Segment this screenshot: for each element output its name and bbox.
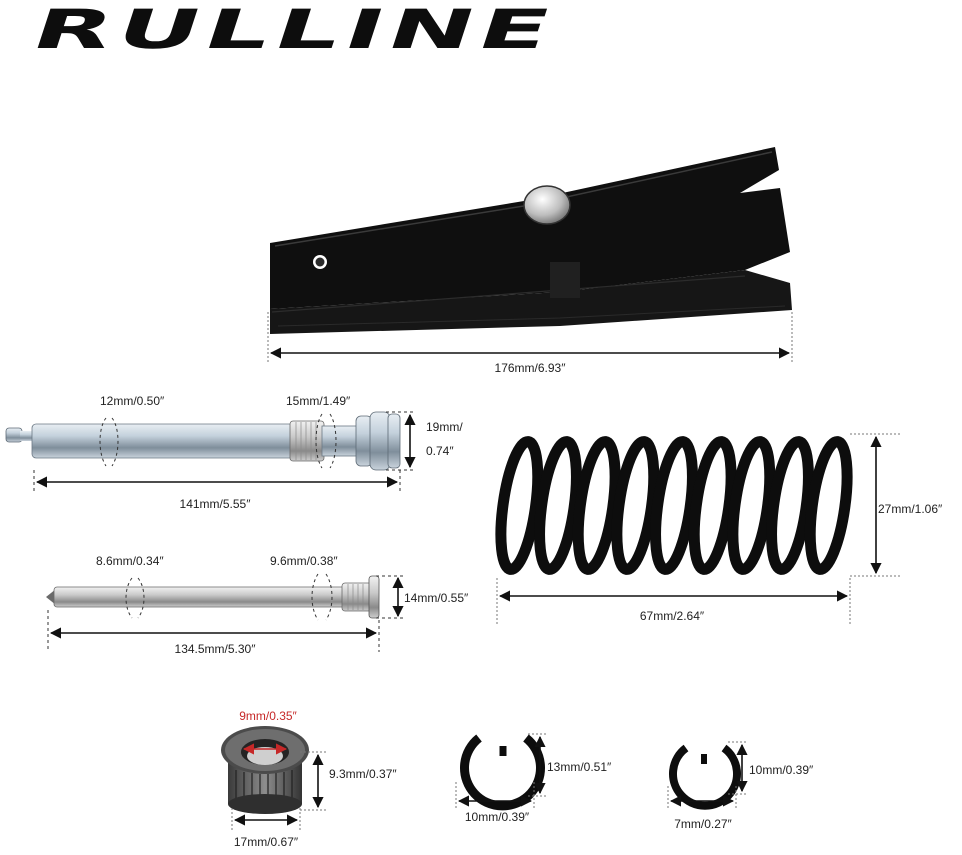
hinge-pin-small [46, 575, 380, 619]
bushing-outer-diameter-label: 17mm/0.67″ [233, 835, 299, 849]
spring-coil-loop [727, 436, 776, 575]
pin-small-end-diameter-label: 8.6mm/0.34″ [96, 554, 164, 568]
svg-text:RULLINE: RULLINE [24, 0, 564, 62]
spring-coil-loop [688, 436, 737, 575]
clip-small-width-label: 7mm/0.27″ [674, 817, 732, 831]
spring-length-label: 67mm/2.64″ [639, 609, 705, 623]
bushing-inner-diameter-label: 9mm/0.35″ [239, 709, 297, 723]
spring-coil-loop [650, 436, 698, 575]
clip-small-height-label: 10mm/0.39″ [749, 763, 814, 777]
pin-large-knurl-diameter-label: 15mm/1.49″ [286, 394, 351, 408]
spreader-length-dimension [267, 312, 793, 364]
bushing-height-label: 9.3mm/0.37″ [329, 767, 397, 781]
spring-coil-loop [534, 436, 582, 575]
hinge-pin-large-dimensions [33, 411, 414, 492]
spring-coil-loop [804, 436, 853, 575]
e-clip-small-dimensions [667, 741, 748, 810]
spring-coil-loop [766, 436, 814, 575]
clip-large-width-label: 10mm/0.39″ [464, 810, 530, 824]
coil-spring [495, 436, 853, 575]
e-clip-large-dimensions [455, 733, 548, 808]
pin-large-head-diameter-label-2: 0.74″ [426, 444, 454, 458]
clip-large-height-label: 13mm/0.51″ [547, 760, 612, 774]
hinge-pin-large [5, 411, 401, 471]
pin-large-head-diameter-label-1: 19mm/ [426, 420, 463, 434]
spring-coil-loop [611, 436, 660, 575]
spring-coil-loop [572, 436, 621, 575]
pin-small-knurl-diameter-label: 9.6mm/0.38″ [270, 554, 338, 568]
pin-small-length-label: 134.5mm/5.30″ [174, 642, 256, 656]
pin-large-end-diameter-label: 12mm/0.50″ [100, 394, 165, 408]
spreader-tool [270, 147, 792, 334]
spring-coil-loop [495, 436, 544, 575]
spring-dimensions [496, 433, 902, 626]
pin-large-length-label: 141mm/5.55″ [179, 497, 251, 511]
spreader-length-label: 176mm/6.93″ [494, 361, 566, 375]
spring-diameter-label: 27mm/1.06″ [878, 502, 943, 516]
pin-small-head-diameter-label: 14mm/0.55″ [404, 591, 469, 605]
bushing [221, 726, 309, 814]
e-clip-small [669, 744, 741, 810]
hinge-pin-small-dimensions [47, 573, 404, 652]
bushing-dimensions [231, 751, 326, 830]
brand-logo: RULLINE [24, 0, 564, 62]
